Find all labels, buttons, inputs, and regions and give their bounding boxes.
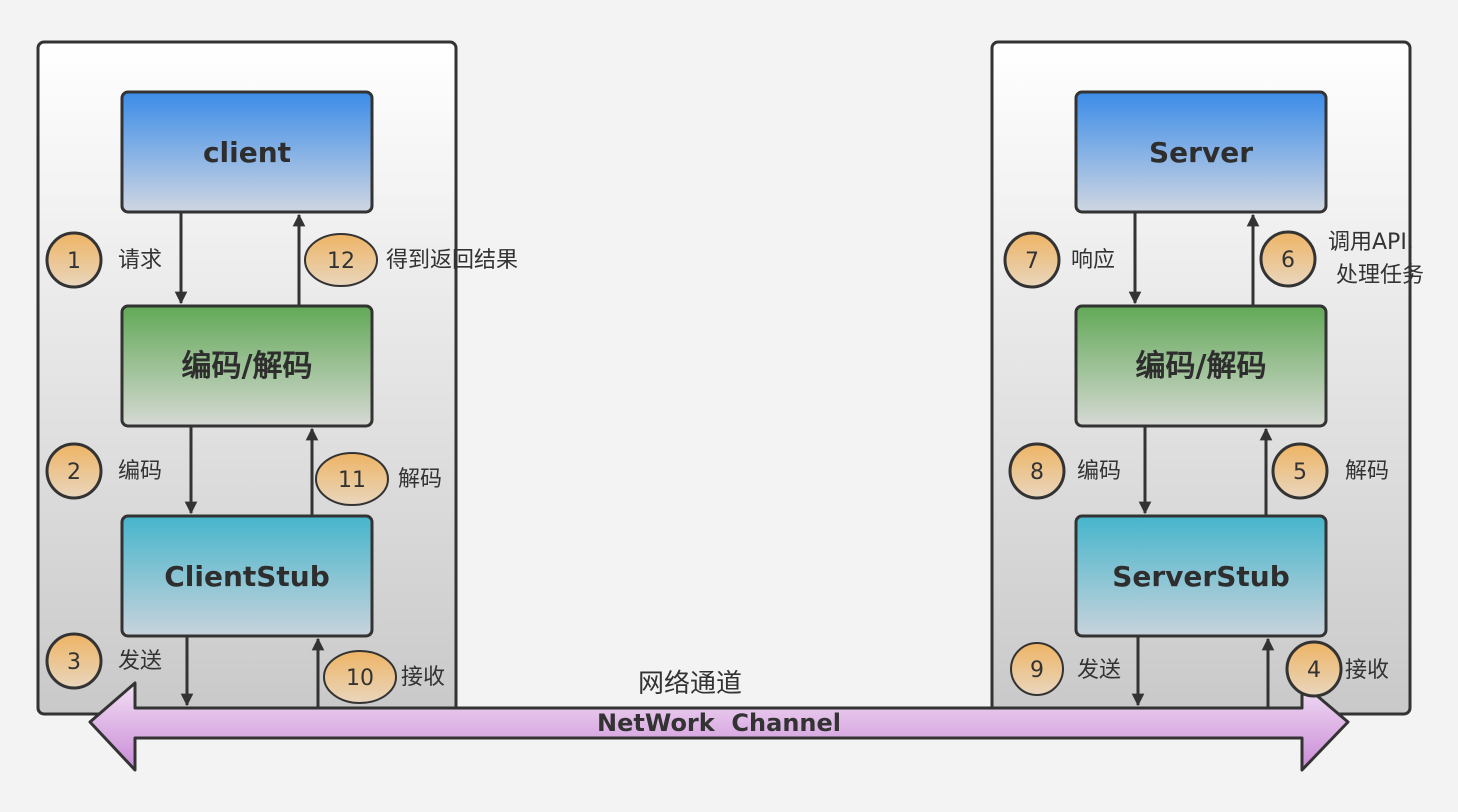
- step-badge: 2: [45, 442, 103, 500]
- step-label: 发送: [118, 649, 162, 674]
- client-codec-label: 编码/解码: [182, 349, 313, 384]
- client-stub-box: [120, 514, 374, 638]
- server-stub-box: [1074, 514, 1328, 638]
- step-badge: 5: [1271, 442, 1329, 500]
- server-codec-label: 编码/解码: [1136, 349, 1267, 384]
- step-label: 编码: [118, 459, 162, 484]
- step-badge: 6: [1259, 230, 1317, 288]
- svg-text:5: 5: [1293, 460, 1307, 485]
- svg-text:10: 10: [346, 666, 374, 691]
- svg-text:2: 2: [67, 460, 81, 485]
- server-codec-box: [1074, 304, 1328, 428]
- svg-text:4: 4: [1307, 658, 1321, 683]
- step-label: 响应: [1071, 248, 1115, 273]
- server-box: [1074, 90, 1328, 214]
- step-label: 解码: [398, 467, 442, 492]
- step-badge: 4: [1285, 640, 1343, 698]
- svg-text:1: 1: [67, 249, 81, 274]
- server-box-label: Server: [1149, 136, 1253, 169]
- step-label: 解码: [1345, 459, 1389, 484]
- svg-text:9: 9: [1030, 658, 1044, 683]
- svg-text:3: 3: [67, 650, 81, 675]
- step-label: 得到返回结果: [386, 248, 518, 273]
- svg-text:6: 6: [1281, 248, 1295, 273]
- step-badge: 12: [304, 233, 378, 287]
- server-stub-label: ServerStub: [1112, 560, 1290, 593]
- step-label: 发送: [1077, 658, 1121, 683]
- step-label: 编码: [1077, 459, 1121, 484]
- step-badge: 1: [45, 231, 103, 289]
- step-badge: 3: [45, 632, 103, 690]
- step-badge: 11: [315, 452, 389, 506]
- step-badge: 9: [1010, 642, 1064, 696]
- client-codec-box: [120, 304, 374, 428]
- client-box-label: client: [203, 136, 291, 169]
- svg-text:8: 8: [1030, 460, 1044, 485]
- step-label: 调用API,: [1328, 230, 1414, 255]
- step-badge: 8: [1008, 442, 1066, 500]
- client-stub-label: ClientStub: [164, 560, 330, 593]
- channel-title: 网络通道: [638, 669, 742, 699]
- step-label: 接收: [401, 665, 445, 690]
- step-badge: 7: [1003, 231, 1061, 289]
- network-channel-arrow: [88, 681, 1350, 772]
- svg-text:11: 11: [338, 468, 366, 493]
- step-label: 处理任务: [1336, 263, 1424, 288]
- svg-text:12: 12: [327, 249, 355, 274]
- step-label: 请求: [118, 248, 162, 273]
- channel-label: NetWork Channel: [597, 709, 841, 737]
- svg-text:7: 7: [1025, 249, 1039, 274]
- step-badge: 10: [323, 650, 397, 704]
- client-box: [120, 90, 374, 214]
- step-label: 接收: [1345, 658, 1389, 683]
